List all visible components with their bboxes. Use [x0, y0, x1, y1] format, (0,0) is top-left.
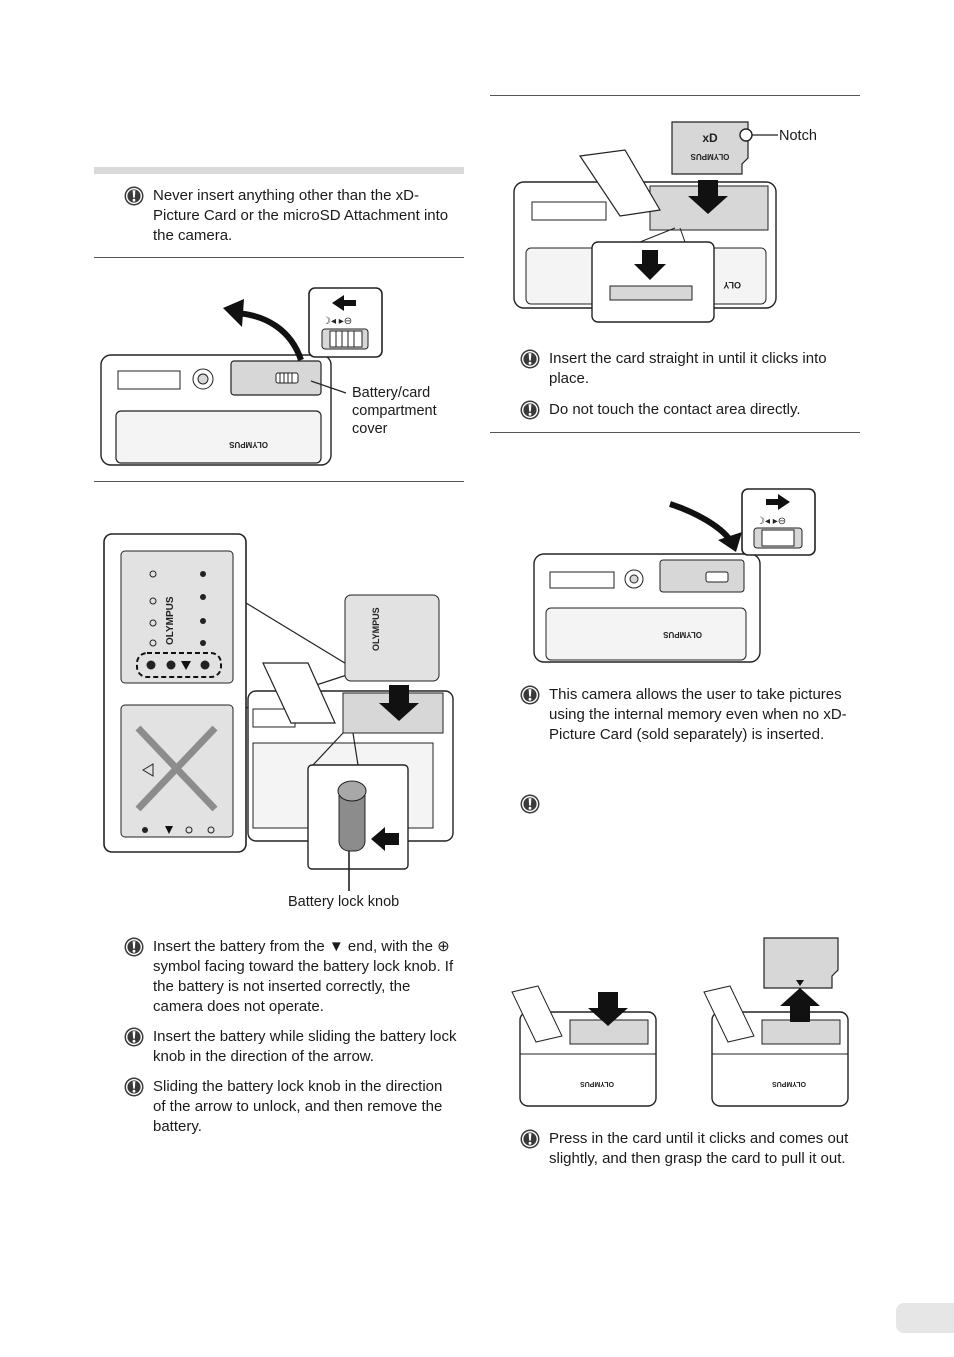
arrow-up-icon [780, 988, 820, 1022]
divider [490, 95, 860, 96]
caution-note-battery-1: Insert the battery from the ▼ end, with … [124, 937, 464, 1017]
figure-battery-insert: OLYMPUS OLYMPUS [103, 533, 454, 891]
caution-note-card-1: Insert the card straight in until it cli… [520, 349, 860, 389]
caution-note-empty [520, 794, 860, 814]
brand-mark: OLYMPUS [229, 440, 268, 449]
caution-note-internal-memory: This camera allows the user to take pict… [520, 685, 860, 745]
arrow-left-icon [332, 295, 356, 311]
label-notch: Notch [779, 128, 817, 144]
note-text: Sliding the battery lock knob in the dir… [153, 1078, 443, 1135]
svg-text:OLYMPUS: OLYMPUS [580, 1080, 614, 1087]
caution-note-remove-card: Press in the card until it clicks and co… [520, 1129, 860, 1169]
label-compartment-cover: Battery/card compartment cover [352, 385, 437, 437]
note-text: Do not touch the contact area directly. [549, 401, 801, 418]
figure-open-cover: OLYMPUS [100, 299, 347, 466]
caution-icon [124, 937, 144, 957]
caution-icon [124, 1027, 144, 1047]
note-text: Insert the battery from the ▼ end, with … [153, 938, 454, 1015]
divider [94, 481, 464, 482]
arrow-down-icon [588, 992, 628, 1026]
caution-note-card-2: Do not touch the contact area directly. [520, 400, 860, 420]
note-text: Press in the card until it clicks and co… [549, 1130, 849, 1167]
caution-icon [520, 1129, 540, 1149]
note-text: Insert the card straight in until it cli… [549, 350, 827, 387]
arrow-left-icon [371, 827, 399, 851]
svg-text:OLYMPUS: OLYMPUS [772, 1080, 806, 1087]
svg-text:OLYMPUS: OLYMPUS [165, 596, 176, 645]
arrow-right-icon [766, 494, 790, 510]
caution-icon [520, 685, 540, 705]
svg-text:OLYMPUS: OLYMPUS [663, 630, 702, 639]
svg-text:OLY: OLY [723, 280, 741, 290]
figure-lock-switch-zoom: ☽◂ ▸⊖ [308, 287, 383, 358]
label-battery-lock-knob: Battery lock knob [288, 894, 400, 910]
caution-note-battery-2: Insert the battery while sliding the bat… [124, 1027, 464, 1067]
figure-card-remove: OLYMPUS [703, 937, 849, 1107]
figure-card-insert: xD OLYMPUS OLY [513, 121, 778, 323]
page-number-tab [896, 1303, 954, 1333]
caution-icon [520, 400, 540, 420]
figure-card-push: OLYMPUS [511, 985, 657, 1107]
svg-text:☽◂ ▸⊖: ☽◂ ▸⊖ [322, 316, 352, 327]
caution-icon [520, 794, 540, 814]
divider [94, 257, 464, 258]
section-header-bar [94, 167, 464, 174]
figure-close-cover: OLYMPUS ☽◂ ▸⊖ [533, 488, 816, 663]
note-text: Never insert anything other than the xD-… [153, 187, 449, 244]
svg-text:xD: xD [702, 131, 718, 145]
caution-note-never-insert: Never insert anything other than the xD-… [124, 186, 464, 246]
arrow-down-icon [379, 685, 419, 721]
caution-icon [520, 349, 540, 369]
caution-icon [124, 1077, 144, 1097]
svg-text:OLYMPUS: OLYMPUS [690, 152, 729, 161]
svg-text:☽◂ ▸⊖: ☽◂ ▸⊖ [756, 516, 786, 527]
divider [490, 432, 860, 433]
svg-text:OLYMPUS: OLYMPUS [371, 607, 381, 651]
caution-note-battery-3: Sliding the battery lock knob in the dir… [124, 1077, 464, 1137]
note-text: This camera allows the user to take pict… [549, 686, 847, 743]
caution-icon [124, 186, 144, 206]
note-text: Insert the battery while sliding the bat… [153, 1028, 457, 1065]
arrow-down-icon [688, 180, 728, 214]
